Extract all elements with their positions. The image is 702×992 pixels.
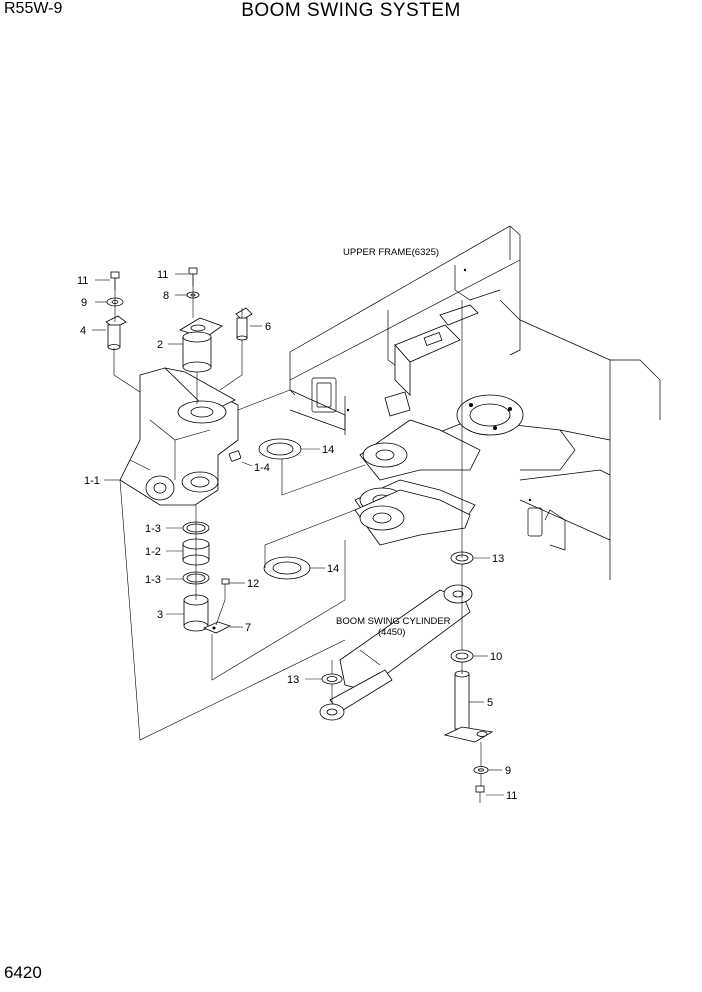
upper-frame-label: UPPER FRAME(6325) [343,247,439,258]
bolt-11-right [475,785,485,803]
washer-9-right [473,766,489,774]
callout-bolt-11-right: 11 [506,790,517,802]
callout-plate-7: 7 [245,622,251,634]
callout-shim-14-upper: 14 [322,444,334,456]
callout-fitting-1-4: 1-4 [254,462,270,474]
callout-bushing-1-3-upper: 1-3 [145,523,161,535]
pin-6 [235,307,253,341]
callout-washer-9-right: 9 [505,765,511,777]
upper-frame [289,225,661,580]
cylinder-label-line2: (4450) [378,627,405,638]
boom-swing-cylinder [319,584,473,721]
pin-5 [443,670,494,743]
callout-bolt-12: 12 [247,578,259,590]
swing-bracket-1-1 [119,367,239,506]
bushing-1-2 [182,538,210,566]
bushing-10 [450,649,474,663]
callout-bolt-11-left: 11 [77,275,88,287]
grease-fitting [228,450,242,462]
callout-bushing-13-left: 13 [287,674,299,686]
pin-4 [105,315,127,350]
callout-pin-3: 3 [157,609,163,621]
cylinder-label-line1: BOOM SWING CYLINDER [336,616,451,627]
callout-pin-6: 6 [265,321,271,333]
callout-bushing-13-right: 13 [492,553,504,565]
page-number: 6420 [4,963,42,982]
callout-washer-8: 8 [163,290,169,302]
leader-lines [92,273,504,796]
callout-pin-5: 5 [487,697,493,709]
callout-pin-2: 2 [157,339,163,351]
pin-2 [179,317,223,373]
pin-3 [183,594,209,632]
bolt-12 [221,578,230,600]
callout-washer-9-left: 9 [81,297,87,309]
callout-bushing-1-3-lower: 1-3 [145,574,161,586]
bushing-13-left [321,673,343,685]
callout-pin-4: 4 [80,325,86,337]
model-code: R55W-9 [4,0,63,17]
callout-bushing-10: 10 [490,651,502,663]
shim-14-upper [258,438,302,460]
callout-shim-14-lower: 14 [327,563,339,575]
callout-bushing-1-2: 1-2 [145,546,161,558]
page-title: BOOM SWING SYSTEM [241,0,461,21]
assembly-lines [113,274,482,786]
callout-bolt-11-center: 11 [157,269,168,281]
shim-14-lower [263,556,311,580]
callout-bracket-1-1: 1-1 [84,475,100,487]
plate-7 [202,621,232,634]
